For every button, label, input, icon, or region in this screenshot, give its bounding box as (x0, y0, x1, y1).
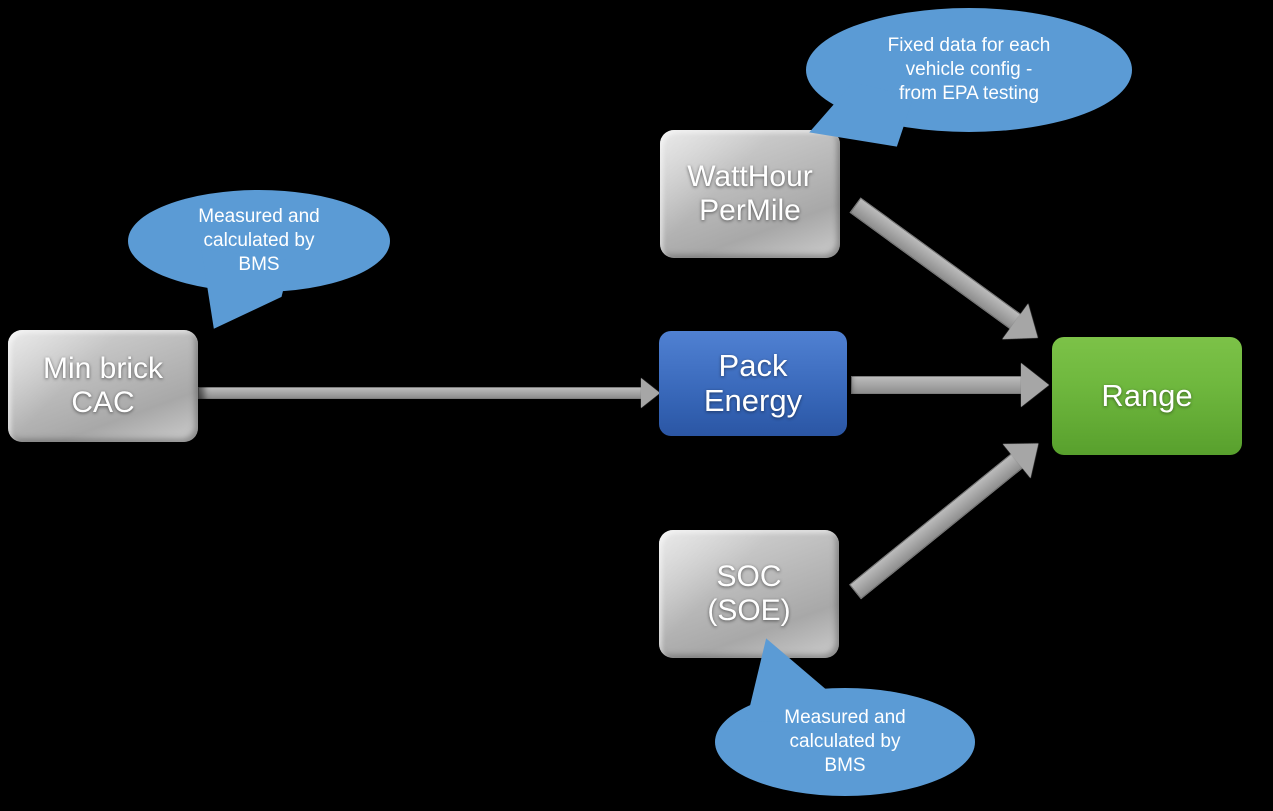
node-label: Min brick CAC (42, 352, 163, 419)
arrow-head (1020, 363, 1049, 407)
node-range[interactable]: Range (1052, 337, 1242, 455)
node-min-brick-cac[interactable]: Min brick CAC (8, 330, 212, 448)
node-label: SOC (SOE) (707, 560, 791, 627)
arrow-shaft (851, 376, 1029, 394)
arrow-pack-to-range (851, 363, 1049, 407)
arrow-soc-to-range (841, 426, 1052, 609)
node-pack-energy[interactable]: Pack Energy (659, 331, 847, 436)
arrow-shaft (849, 449, 1029, 600)
callout-epa[interactable]: Fixed data for each vehicle config - fro… (806, 8, 1132, 147)
callout-label: Fixed data for each vehicle config - fro… (887, 34, 1051, 105)
node-watthour-permile[interactable]: WattHour PerMile (660, 130, 854, 264)
arrow-cac-to-pack (198, 378, 661, 408)
callout-label: Measured and calculated by BMS (784, 706, 906, 777)
node-label: Pack Energy (703, 347, 803, 418)
callout-bms-cac[interactable]: Measured and calculated by BMS (128, 190, 390, 329)
arrow-watthour-to-range (842, 187, 1051, 356)
arrow-head (641, 378, 661, 408)
node-soc-soe[interactable]: SOC (SOE) (659, 530, 853, 664)
callout-label: Measured and calculated by BMS (198, 205, 320, 276)
node-label: WattHour PerMile (687, 160, 813, 227)
arrow-shaft (849, 197, 1027, 334)
node-label: Range (1101, 377, 1193, 413)
arrow-shaft (198, 387, 647, 399)
callout-bms-soc[interactable]: Measured and calculated by BMS (715, 638, 975, 796)
